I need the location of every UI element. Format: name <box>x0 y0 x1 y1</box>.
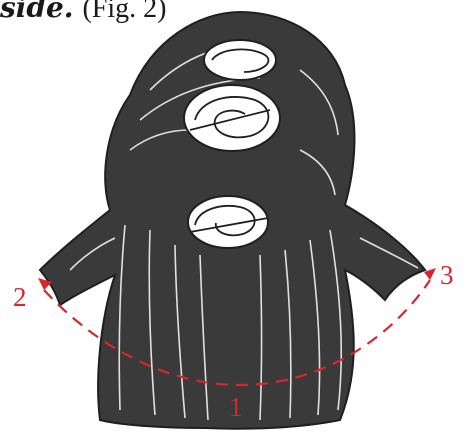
marker-label-2: 2 <box>13 282 27 313</box>
marker-label-3: 3 <box>440 260 454 291</box>
marker-label-1: 1 <box>229 392 243 423</box>
